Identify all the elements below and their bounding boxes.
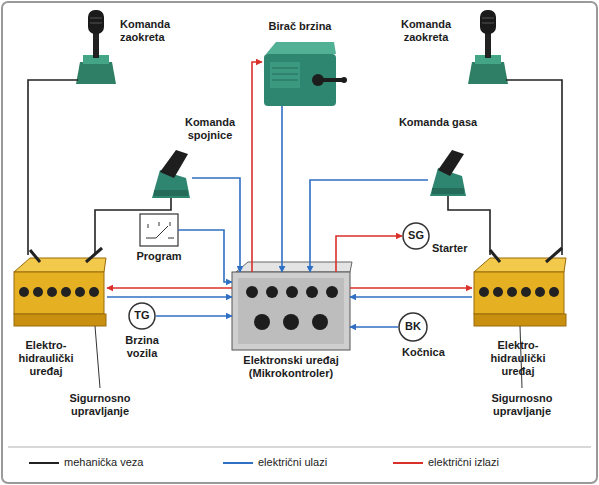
node-label: Program	[128, 250, 190, 263]
legend-line	[223, 462, 253, 464]
circle-shape	[399, 313, 427, 341]
legend-item: električni ulazi	[222, 455, 392, 471]
node-label: Komanda gasa	[398, 116, 478, 129]
output-signal	[336, 236, 402, 272]
output-signal	[252, 62, 262, 272]
node-label: Starter	[432, 242, 488, 255]
output-signal	[107, 287, 232, 289]
node-label: Birač brzina	[250, 20, 350, 33]
input-signal	[178, 230, 232, 282]
hydraulic-unit-illustration	[474, 248, 566, 388]
legend-text: električni izlazi	[428, 456, 499, 469]
sensor-circle: BKKočnica	[398, 312, 428, 342]
device-node: Elektro- hidraulički uređaj	[12, 255, 107, 333]
input-signal	[281, 106, 283, 272]
legend-swatch	[392, 455, 424, 471]
device-node: Elektro- hidraulički uređaj	[472, 255, 572, 333]
mechanical-link	[506, 80, 562, 255]
circle-shape	[129, 303, 155, 329]
device-node: Komanda spojnice	[150, 150, 192, 198]
input-signal	[156, 315, 232, 317]
mechanical-link	[95, 198, 171, 255]
joystick-illustration	[76, 10, 116, 84]
gas-pedal-illustration	[430, 150, 466, 196]
output-signal	[350, 287, 472, 289]
mechanical-link	[448, 196, 490, 255]
legend-text: električni ulazi	[258, 456, 327, 469]
joystick-illustration	[468, 10, 508, 84]
node-label: Elektronski uređaj (Mikrokontroler)	[216, 354, 366, 380]
input-signal	[350, 326, 398, 328]
node-label: Kočnica	[402, 346, 462, 359]
input-signal	[192, 178, 240, 272]
input-signal	[310, 180, 428, 272]
node-label: Komanda spojnice	[168, 116, 252, 142]
symbol-code: SG	[402, 229, 430, 242]
legend-item: električni izlazi	[392, 455, 562, 471]
mechanical-link	[28, 80, 78, 255]
clutch-pedal-illustration	[152, 150, 190, 198]
symbol-code: TG	[128, 309, 156, 322]
legend-line	[393, 462, 423, 464]
input-signal	[107, 296, 232, 298]
controller-illustration	[232, 262, 352, 350]
circle-shape	[403, 223, 429, 249]
legend-swatch	[28, 455, 60, 471]
legend-swatch	[222, 455, 254, 471]
legend-line	[29, 462, 59, 464]
sensor-circle: SGStarter	[402, 222, 430, 250]
device-node: Program	[140, 214, 178, 246]
node-label: Elektro- hidraulički uređaj	[6, 339, 86, 378]
node-label: Komanda zaokreta	[386, 18, 466, 44]
device-node: Komanda gasa	[428, 150, 468, 196]
program-switch-illustration	[140, 214, 178, 246]
symbol-code: BK	[398, 320, 428, 333]
node-label: Elektro- hidraulički uređaj	[478, 339, 558, 378]
sensor-circle: TGBrzina vozila	[128, 302, 156, 330]
separator	[8, 447, 591, 448]
device-node: Komanda zaokreta	[78, 12, 114, 84]
device-node: Komanda zaokreta	[470, 12, 506, 84]
device-node: Elektronski uređaj (Mikrokontroler)	[232, 272, 350, 350]
device-node: Birač brzina	[262, 40, 338, 106]
callout-label: Sigurnosno upravljanje	[52, 392, 148, 418]
node-label: Brzina vozila	[110, 334, 174, 360]
callout-label: Sigurnosno upravljanje	[474, 392, 570, 418]
node-label: Komanda zaokreta	[120, 18, 200, 44]
gear-selector-illustration	[264, 42, 347, 106]
legend-item: mehanička veza	[28, 455, 198, 471]
legend-text: mehanička veza	[64, 456, 144, 469]
input-signal	[350, 296, 472, 298]
